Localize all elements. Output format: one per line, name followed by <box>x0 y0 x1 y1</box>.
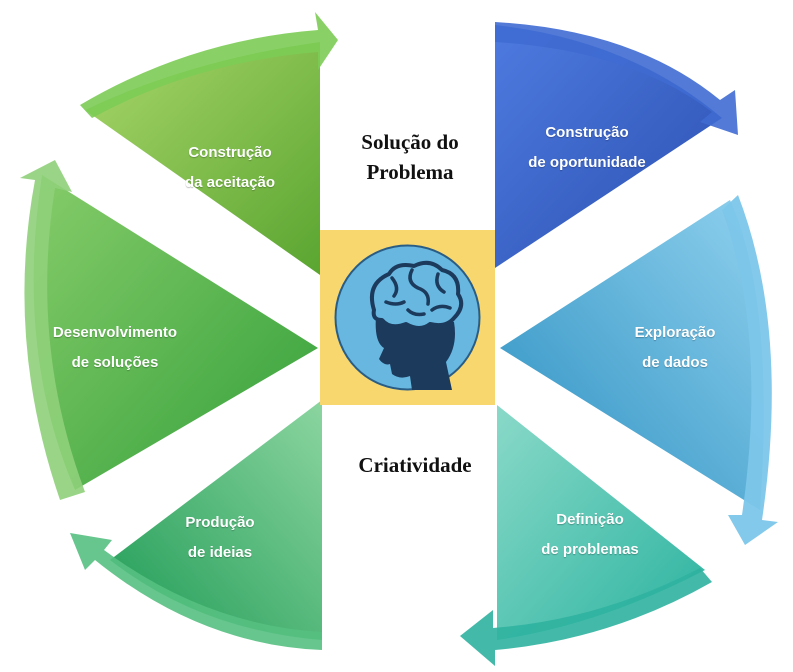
center-caption: Criatividade <box>358 453 472 477</box>
label-line: de dados <box>642 354 708 371</box>
label-line: Definição <box>556 511 624 528</box>
label-construcao-oportunidade: Construção de oportunidade <box>512 118 662 178</box>
label-line: Produção <box>185 514 255 531</box>
label-line: de soluções <box>71 354 159 371</box>
label-producao-ideias: Produção de ideias <box>160 508 280 568</box>
label-line: Desenvolvimento <box>52 324 178 341</box>
label-desenvolvimento-solucoes: Desenvolvimento de soluções <box>45 318 185 378</box>
label-construcao-aceitacao: Construção da aceitação <box>160 138 300 198</box>
head-brain-icon <box>334 244 481 391</box>
segment-construcao-oportunidade <box>495 22 738 268</box>
label-line: Construção <box>545 124 629 141</box>
segment-construcao-aceitacao <box>80 12 338 275</box>
label-definicao-problemas: Definição de problemas <box>515 505 665 565</box>
center-panel <box>320 230 495 405</box>
label-line: de oportunidade <box>528 154 646 171</box>
label-line: da aceitação <box>184 174 276 191</box>
label-line: de ideias <box>187 544 253 561</box>
segment-definicao-problemas <box>460 405 712 666</box>
diagram-title: Solução do Problema <box>330 127 490 187</box>
label-line: Construção <box>188 144 272 161</box>
title-line: Problema <box>366 160 454 184</box>
segment-exploracao-dados <box>500 195 778 545</box>
segment-desenvolvimento-solucoes <box>20 160 318 500</box>
label-exploracao-dados: Exploração de dados <box>615 318 735 378</box>
segment-producao-ideias <box>70 400 322 650</box>
label-line: Exploração <box>634 324 716 341</box>
title-line: Solução do <box>361 130 459 154</box>
label-line: de problemas <box>541 541 639 558</box>
